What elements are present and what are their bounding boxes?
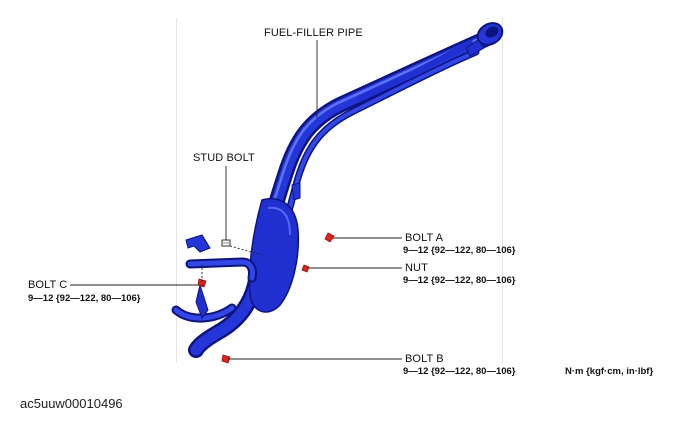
bolt-a-marker <box>324 232 335 243</box>
fuel-filler-pipe <box>188 29 498 358</box>
label-bolt-b: BOLT B <box>405 353 444 365</box>
bolt-c-torque: 9—12 {92—122, 80—106} <box>28 293 141 304</box>
nut-marker <box>301 264 310 273</box>
label-fuel-filler-pipe: FUEL-FILLER PIPE <box>264 27 363 39</box>
leader-lines <box>70 40 402 360</box>
torque-units: N·m {kgf·cm, in·lbf} <box>565 366 654 377</box>
bolt-c-marker <box>197 278 207 288</box>
label-stud-bolt: STUD BOLT <box>193 152 255 164</box>
bolt-b-torque: 9—12 {92—122, 80—106} <box>403 366 516 377</box>
bolt-b-marker <box>221 354 231 364</box>
frame-left-edge <box>176 18 177 363</box>
label-bolt-c: BOLT C <box>28 279 68 291</box>
bolt-a-torque: 9—12 {92—122, 80—106} <box>403 245 516 256</box>
lower-hose <box>171 257 257 323</box>
label-bolt-a: BOLT A <box>405 232 444 244</box>
nut-torque: 9—12 {92—122, 80—106} <box>403 275 516 286</box>
frame-right-edge <box>502 18 503 363</box>
figure-id: ac5uuw00010496 <box>20 396 123 411</box>
leader-stud-dashed <box>229 245 263 256</box>
filler-neck <box>465 22 504 57</box>
small-bracket <box>185 234 211 253</box>
stud-bolt <box>221 239 231 247</box>
label-nut: NUT <box>405 262 428 274</box>
